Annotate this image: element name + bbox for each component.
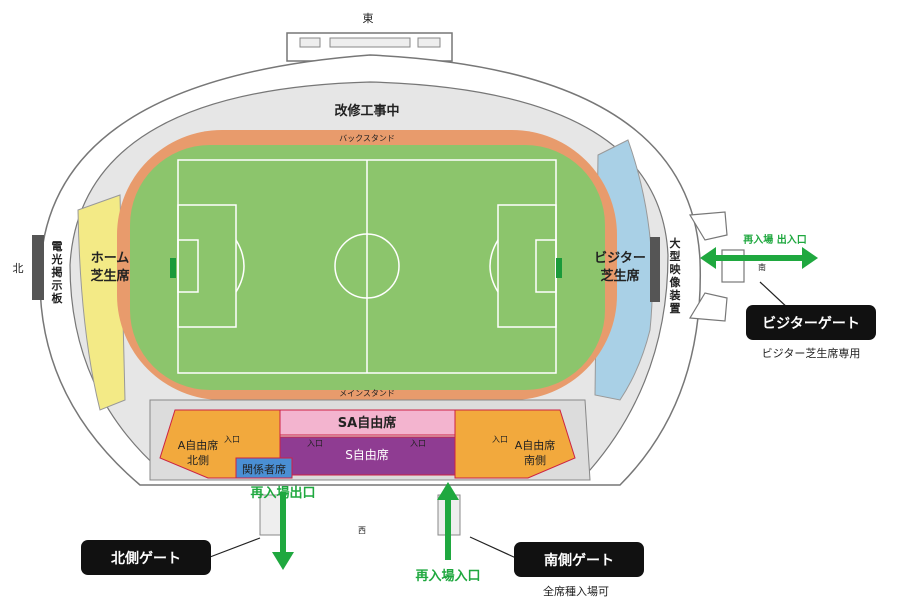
visitor-gate-badge: [746, 305, 876, 340]
svg-text:掲: 掲: [52, 265, 63, 279]
compass-south: 南: [758, 262, 766, 272]
goal-right: [556, 258, 562, 278]
svg-text:像: 像: [670, 275, 682, 289]
a-south-label-2: 南側: [524, 454, 546, 467]
scoreboard: [32, 235, 44, 300]
back-stand-label: バックスタンド: [339, 134, 395, 143]
entrance-s-left: 入口: [307, 439, 323, 448]
a-north-label-1: A自由席: [178, 438, 219, 452]
visitor-gate-note: ビジター芝生席専用: [762, 346, 861, 360]
entrance-s-right: 入口: [410, 439, 426, 448]
svg-text:大: 大: [670, 236, 681, 250]
video-board: [650, 237, 660, 302]
south-entry-arrow: [437, 482, 459, 560]
scoreboard-label: 電 光 掲 示 板: [51, 240, 64, 305]
north-gate-badge: [81, 540, 211, 575]
s-label: S自由席: [345, 447, 389, 462]
goal-left: [170, 258, 176, 278]
svg-text:型: 型: [670, 249, 681, 263]
s-block: [279, 436, 456, 476]
svg-text:電: 電: [52, 240, 63, 253]
visitor-stand-label-2: 芝生席: [600, 268, 639, 284]
construction-label: 改修工事中: [334, 103, 399, 119]
east-reentry-label: 再入場 出入口: [743, 233, 806, 246]
east-reentry-arrow: [700, 247, 818, 269]
north-exit-arrow: [272, 492, 294, 570]
home-stand: [77, 194, 126, 411]
visitor-stand-label-1: ビジター: [594, 250, 646, 266]
south-gate-note: 全席種入場可: [543, 584, 609, 598]
svg-text:装: 装: [669, 288, 681, 302]
south-gate-label: 南側ゲート: [544, 552, 614, 569]
svg-text:光: 光: [51, 252, 63, 266]
entrance-a-north: 入口: [224, 435, 240, 444]
home-stand-label-2: 芝生席: [90, 268, 129, 284]
south-entry-label: 再入場入口: [415, 568, 480, 584]
north-gate-stairs: [259, 494, 283, 536]
home-stand-label-1: ホーム: [91, 251, 130, 266]
video-board-label: 大 型 映 像 装 置: [669, 236, 682, 315]
compass-north: 北: [13, 262, 24, 275]
svg-text:映: 映: [670, 262, 682, 276]
sa-block: [279, 409, 456, 436]
svg-text:置: 置: [670, 302, 681, 315]
south-gate-badge: [514, 542, 644, 577]
main-stand-label: メインスタンド: [339, 389, 395, 398]
compass-west: 西: [358, 526, 366, 535]
north-exit-label: 再入場出口: [250, 485, 315, 501]
a-north-label-2: 北側: [187, 454, 209, 467]
north-gate-label: 北側ゲート: [111, 550, 181, 567]
staff-block: [235, 457, 293, 479]
visitor-gate-label: ビジターゲート: [762, 315, 860, 332]
svg-text:板: 板: [52, 291, 64, 305]
a-south-label-1: A自由席: [515, 438, 556, 452]
compass-east: 東: [363, 12, 374, 25]
sa-label: SA自由席: [338, 415, 396, 431]
staff-label: 関係者席: [242, 462, 286, 476]
entrance-a-south: 入口: [492, 435, 508, 444]
svg-text:示: 示: [51, 279, 63, 292]
